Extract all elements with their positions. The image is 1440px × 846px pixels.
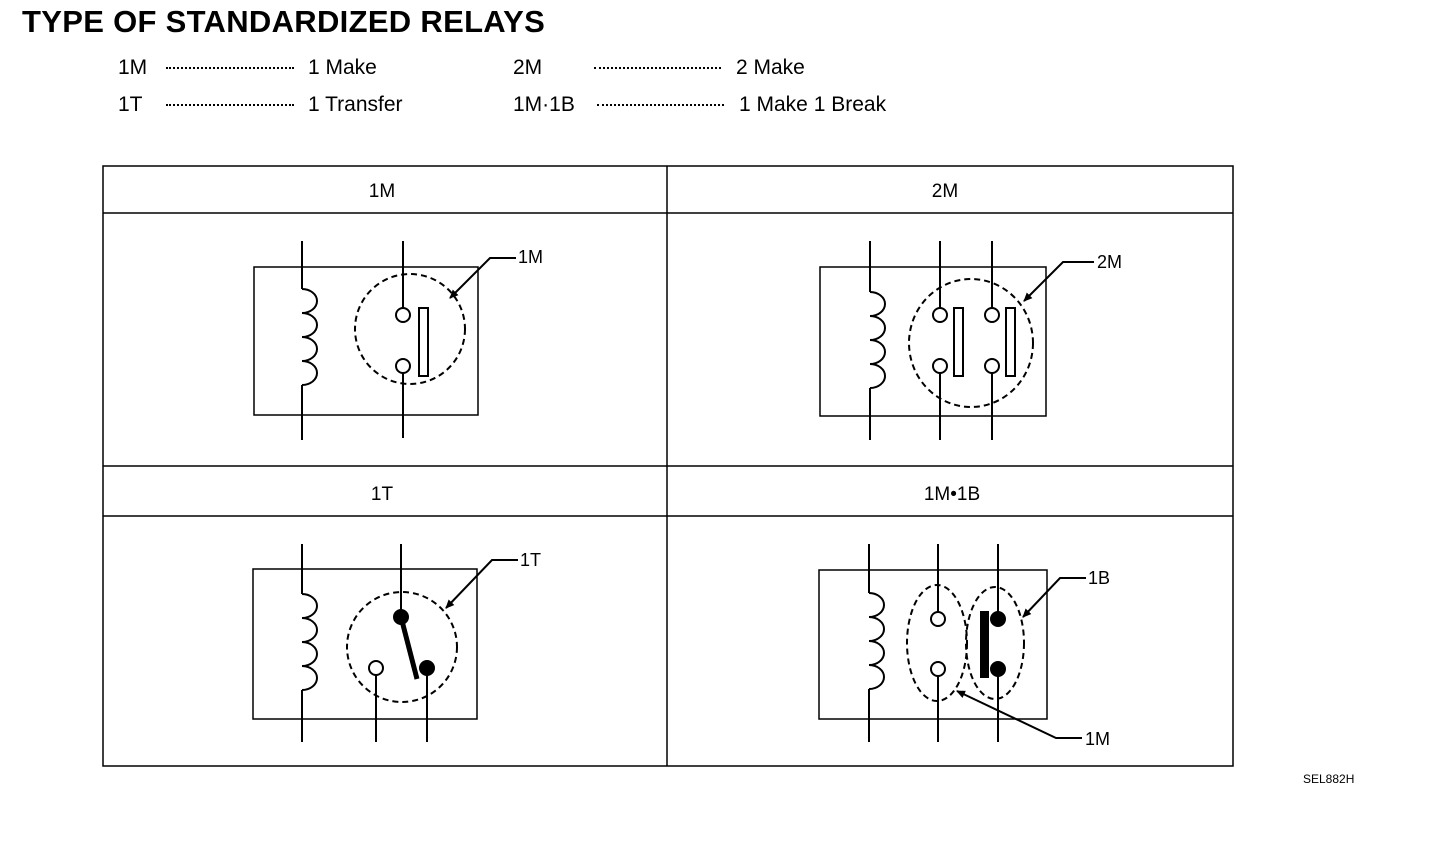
legend-code-1t: 1T — [118, 93, 143, 116]
break-contact-bar-icon — [980, 611, 989, 678]
legend-leader — [166, 104, 294, 106]
callout-2m: 2M — [1097, 252, 1122, 272]
callout-1b: 1B — [1088, 568, 1110, 588]
legend-code-1m1b: 1M·1B — [513, 93, 575, 116]
contact-terminal-icon — [930, 611, 946, 627]
contact-terminal-icon — [419, 660, 435, 676]
relay-1m-symbol — [253, 241, 516, 440]
legend-leader — [597, 104, 724, 106]
callout-1m-make: 1M — [1085, 729, 1110, 749]
contact-bar-icon — [418, 307, 429, 377]
legend-code-2m: 2M — [513, 56, 543, 79]
contact-terminal-icon — [984, 307, 1000, 323]
callout-1t: 1T — [520, 550, 541, 570]
contact-terminal-icon — [990, 661, 1006, 677]
contact-bar-icon — [953, 307, 964, 377]
header-1t: 1T — [371, 484, 394, 505]
figure-code: SEL882H — [1303, 772, 1355, 786]
header-1m1b: 1M•1B — [924, 484, 980, 505]
callout-1m: 1M — [518, 247, 543, 267]
header-1m: 1M — [369, 181, 395, 202]
contact-terminal-icon — [930, 661, 946, 677]
coil-icon — [301, 593, 318, 691]
page-title: TYPE OF STANDARDIZED RELAYS — [22, 4, 546, 39]
legend-leader — [166, 67, 294, 69]
relay-1m1b-symbol — [818, 544, 1086, 742]
contact-terminal-icon — [984, 358, 1000, 374]
legend-leader — [594, 67, 721, 69]
legend-meaning-1m: 1 Make — [308, 56, 377, 79]
legend-meaning-1t: 1 Transfer — [308, 93, 403, 116]
contact-terminal-icon — [932, 358, 948, 374]
relay-2m-symbol — [819, 241, 1094, 440]
contact-terminal-icon — [395, 358, 411, 374]
coil-icon — [301, 288, 318, 386]
legend-code-1m: 1M — [118, 56, 148, 79]
coil-icon — [869, 291, 886, 389]
legend-meaning-1m1b: 1 Make 1 Break — [739, 93, 887, 116]
relay-1t-symbol — [252, 544, 518, 742]
header-2m: 2M — [932, 181, 958, 202]
coil-icon — [868, 592, 885, 690]
contact-terminal-icon — [368, 660, 384, 676]
contact-terminal-icon — [990, 611, 1006, 627]
contact-terminal-icon — [932, 307, 948, 323]
table-grid — [102, 165, 1234, 767]
contact-terminal-icon — [395, 307, 411, 323]
legend-meaning-2m: 2 Make — [736, 56, 805, 79]
contact-bar-icon — [1005, 307, 1016, 377]
transfer-arm-icon — [398, 616, 420, 680]
